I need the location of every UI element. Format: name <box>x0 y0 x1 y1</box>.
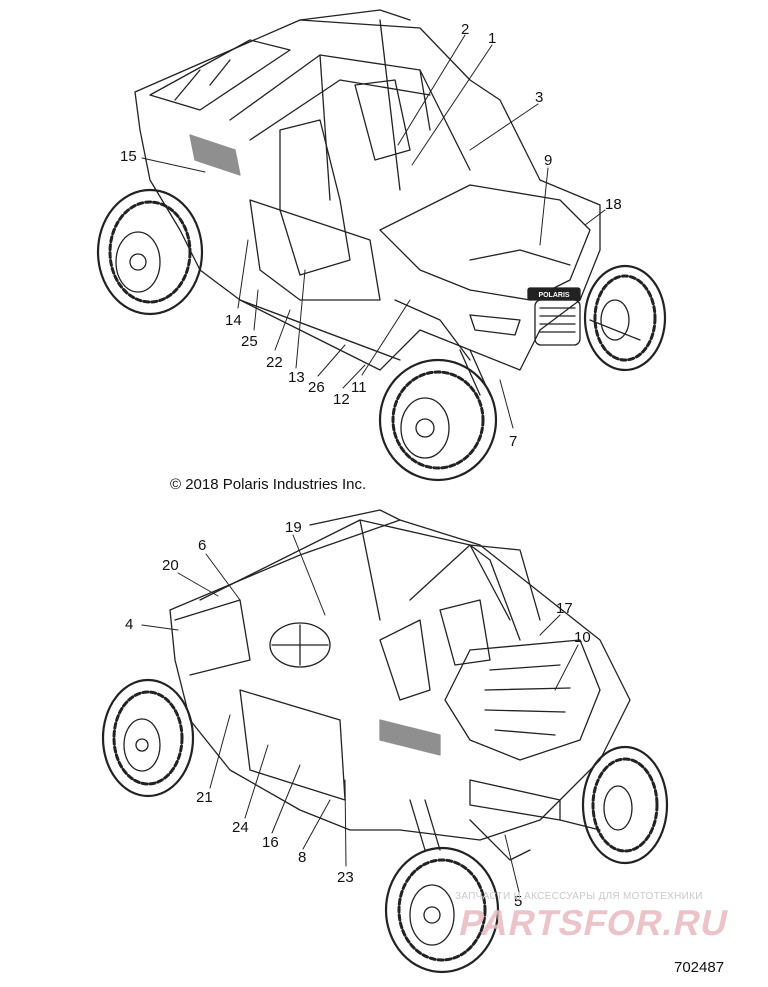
callout-24: 24 <box>232 819 249 836</box>
watermark-subtitle: ЗАПЧАСТИ И АКСЕССУАРЫ ДЛЯ МОТОТЕХНИКИ <box>455 891 703 902</box>
callout-16: 16 <box>262 834 279 851</box>
callout-12: 12 <box>333 391 350 408</box>
callout-5: 5 <box>514 893 522 910</box>
callout-15: 15 <box>120 148 137 165</box>
vehicle-badge: POLARIS <box>538 292 569 299</box>
tire-front-left-top <box>378 358 498 482</box>
callout-2: 2 <box>461 21 469 38</box>
tire-right-bottom <box>581 745 669 865</box>
callout-8: 8 <box>298 849 306 866</box>
copyright-notice: © 2018 Polaris Industries Inc. <box>170 476 367 493</box>
callout-9: 9 <box>544 152 552 169</box>
callout-20: 20 <box>162 557 179 574</box>
callout-21: 21 <box>196 789 213 806</box>
callout-23: 23 <box>337 869 354 886</box>
callout-4: 4 <box>125 616 133 633</box>
tire-left-bottom <box>101 678 195 798</box>
callout-25: 25 <box>241 333 258 350</box>
callouts-bottom: 19 6 20 4 17 10 21 24 16 8 23 5 <box>125 519 591 910</box>
callout-3: 3 <box>535 89 543 106</box>
callout-7: 7 <box>509 433 517 450</box>
callouts-top: 2 1 3 9 18 15 14 25 22 13 26 12 11 7 <box>120 21 622 450</box>
callout-11: 11 <box>351 379 367 396</box>
tire-front-bottom <box>384 846 500 974</box>
callout-6: 6 <box>198 537 206 554</box>
callout-17: 17 <box>556 600 573 617</box>
callout-26: 26 <box>308 379 325 396</box>
callout-22: 22 <box>266 354 283 371</box>
callout-10: 10 <box>574 629 591 646</box>
callout-18: 18 <box>605 196 622 213</box>
vehicle-bottom-illustration <box>101 509 669 974</box>
tire-rear-left-top <box>96 188 204 316</box>
tire-rear-right-top <box>583 264 667 372</box>
callout-14: 14 <box>225 312 242 329</box>
diagram-part-number: 702487 <box>674 959 725 976</box>
watermark-brand: PARTSFOR.RU <box>455 902 733 943</box>
callout-1: 1 <box>488 30 496 47</box>
vehicle-top-illustration <box>96 9 667 482</box>
callout-19: 19 <box>285 519 302 536</box>
callout-13: 13 <box>288 369 305 386</box>
leader-lines <box>141 34 606 893</box>
